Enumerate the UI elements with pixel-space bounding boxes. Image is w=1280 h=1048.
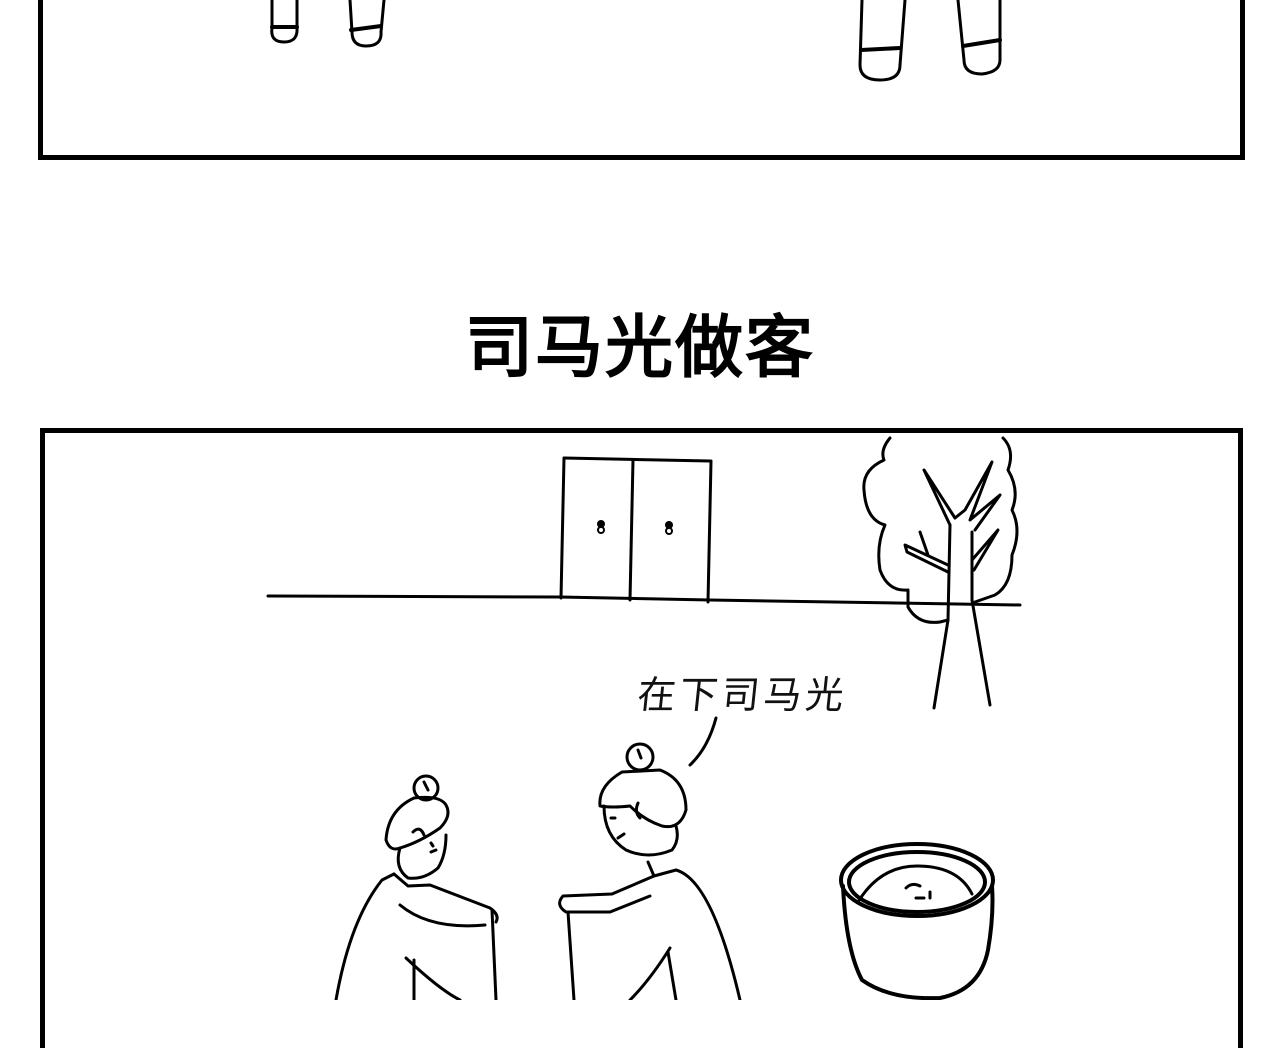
door-knocker-icon [597,520,605,528]
tree [862,436,1019,710]
double-door [559,456,713,604]
door-knocker-icon [665,521,673,529]
left-character [334,774,499,1000]
comic-panel-bottom [40,428,1243,1048]
speech-tail [688,716,718,767]
right-character [558,742,742,1000]
speech-text: 在下司马光 [635,673,850,717]
right-figure-legs [858,0,1002,82]
water-vat [839,842,995,1000]
wall-line [266,594,1022,607]
chapter-title: 司马光做客 [464,309,815,388]
comic-panel-top [38,0,1245,160]
left-figure-legs [270,0,386,48]
comic-artwork [266,0,1022,1000]
